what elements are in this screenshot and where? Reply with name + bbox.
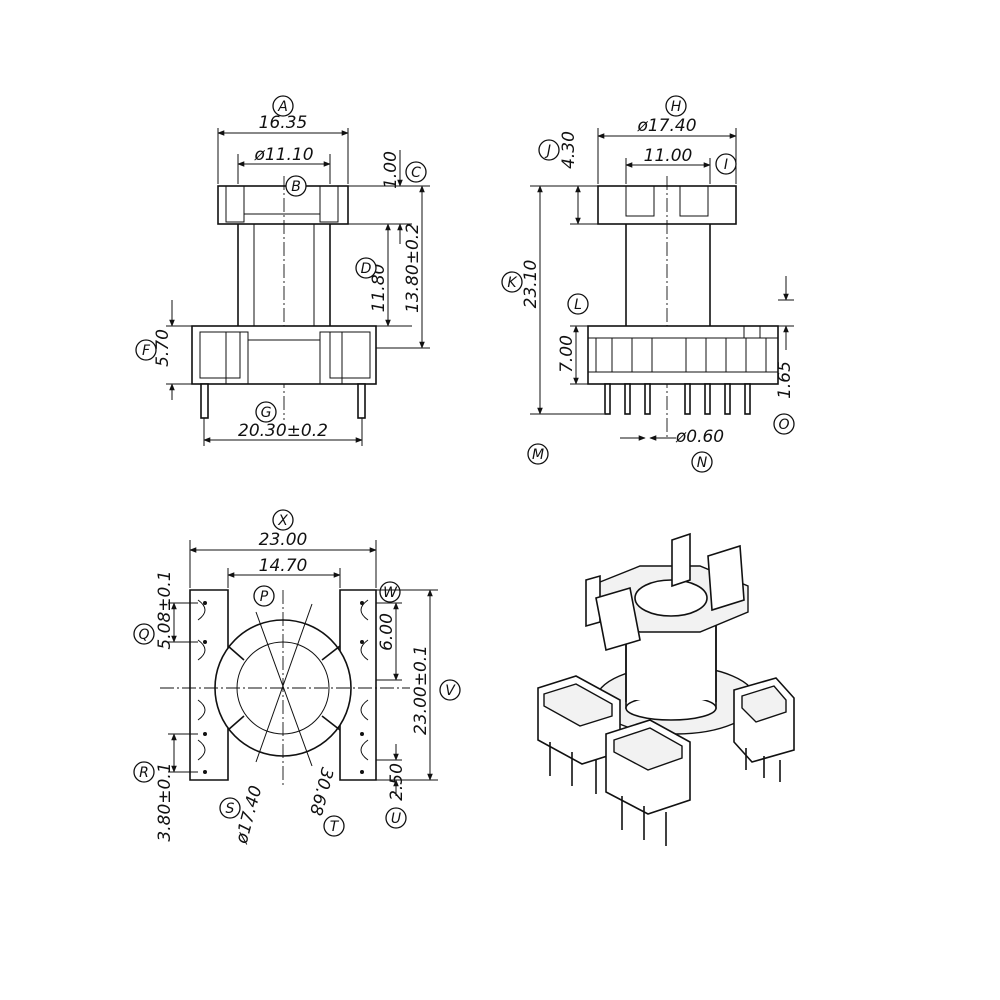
- tag-c-right-circle: [405, 161, 427, 183]
- tag-v: V: [445, 683, 456, 699]
- tag-b: B: [291, 179, 301, 195]
- tag-r-circle: [133, 761, 155, 783]
- tag-i-circle: [715, 153, 737, 175]
- side-view: ø17.40 H 11.00 I 4.30 J 23.10 K 7.00 L M: [501, 95, 795, 473]
- tag-t: T: [330, 819, 340, 835]
- tag-a-circle: [272, 95, 294, 117]
- tag-p: P: [260, 589, 269, 605]
- dim-5-70: 5.70: [153, 329, 173, 367]
- tag-s: S: [226, 801, 235, 817]
- tag-l-circle: [567, 293, 589, 315]
- tag-u: U: [391, 811, 401, 827]
- dim-6-00: 6.00: [377, 613, 397, 651]
- tag-l: L: [574, 297, 582, 313]
- tag-q: Q: [138, 627, 149, 643]
- dim-1-65: 1.65: [775, 361, 795, 399]
- tag-n: N: [697, 455, 708, 471]
- tag-p-circle: [253, 585, 275, 607]
- tag-j-circle: [538, 139, 560, 161]
- dim-11-00: 11.00: [644, 146, 693, 166]
- tag-d: D: [361, 261, 372, 277]
- dim-3-80: 3.80±0.1: [155, 762, 175, 841]
- dim-11-80: 11.80: [369, 264, 389, 313]
- tag-c-right: C: [411, 165, 421, 181]
- tag-m-circle: [527, 443, 549, 465]
- tag-x: X: [277, 513, 288, 529]
- tag-f: F: [142, 343, 151, 359]
- dim-0-60: ø0.60: [675, 427, 724, 447]
- tag-h-circle: [665, 95, 687, 117]
- dim-23-00-width: 23.00: [259, 530, 308, 550]
- tag-g: G: [261, 405, 272, 421]
- dim-angle: 30.68: [305, 765, 337, 817]
- dim-5-08: 5.08±0.1: [155, 570, 175, 649]
- tag-o-circle: [773, 413, 795, 435]
- tag-h: H: [671, 99, 682, 115]
- dim-1-00: 1.00: [381, 151, 401, 189]
- dim-17-40: ø17.40: [636, 116, 696, 136]
- tag-o: O: [778, 417, 789, 433]
- tag-x-circle: [272, 509, 294, 531]
- tag-a: A: [277, 99, 288, 115]
- dim-20-30: 20.30±0.2: [238, 421, 328, 441]
- dim-14-70: 14.70: [259, 556, 308, 576]
- dim-2-50: 2.50: [387, 763, 407, 801]
- dim-16-35: 16.35: [259, 113, 308, 133]
- tag-q-circle: [133, 623, 155, 645]
- dim-23-00-height: 23.00±0.1: [411, 645, 431, 735]
- tag-s-circle: [219, 797, 241, 819]
- dim-23-10: 23.10: [521, 260, 541, 309]
- tag-w: W: [383, 585, 398, 601]
- tag-j: J: [544, 143, 551, 159]
- tag-v-circle: [439, 679, 461, 701]
- tag-b-circle: [285, 175, 307, 197]
- tag-d-circle: [355, 257, 377, 279]
- dim-13-80: 13.80±0.2: [403, 223, 423, 313]
- dim-4-30: 4.30: [559, 131, 579, 169]
- tag-k-circle: [501, 271, 523, 293]
- isometric-view: [537, 532, 795, 846]
- tag-w-circle: [379, 581, 401, 603]
- tag-g-circle: [255, 401, 277, 423]
- front-view: 16.35 A ø11.10 B 1.00 C 11.80 D 13.80±0.…: [135, 95, 430, 446]
- tag-u-circle: [385, 807, 407, 829]
- tag-k: K: [507, 275, 518, 291]
- tag-m: M: [532, 447, 544, 463]
- tag-t-circle: [323, 815, 345, 837]
- tag-n-circle: [691, 451, 713, 473]
- dim-11-10: ø11.10: [253, 145, 313, 165]
- tag-i: I: [724, 157, 728, 173]
- tag-r: R: [139, 765, 149, 781]
- dim-7-00: 7.00: [557, 335, 577, 373]
- top-view: 23.00 X 14.70 P 5.08±0.1 Q 3.80±0.1 R 6.…: [133, 509, 461, 847]
- tag-f-circle: [135, 339, 157, 361]
